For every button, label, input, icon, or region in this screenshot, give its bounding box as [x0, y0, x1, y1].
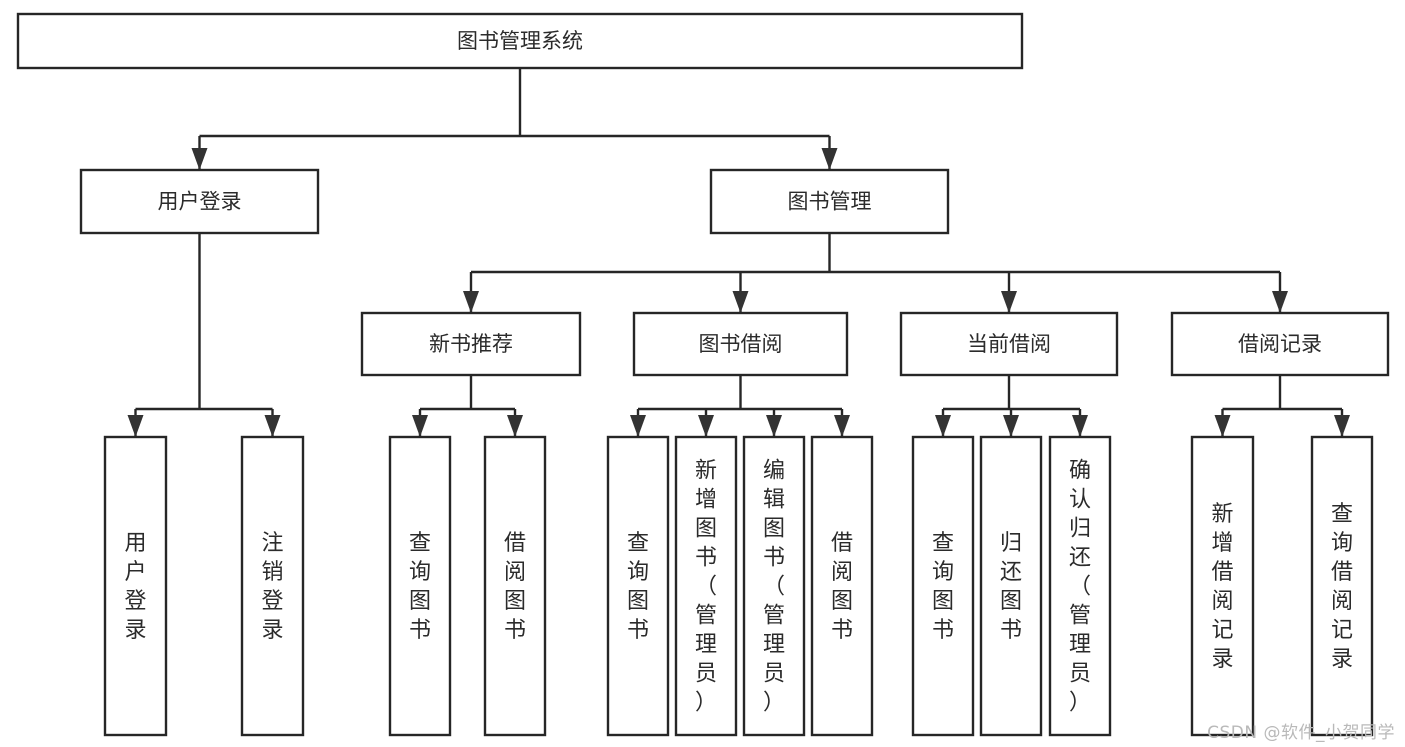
node-box[interactable]	[360, 311, 582, 377]
node-box[interactable]	[483, 435, 547, 737]
arrow-head	[412, 415, 428, 437]
node-box[interactable]	[1190, 435, 1255, 737]
arrow-head	[834, 415, 850, 437]
node-label: 图书管理系统	[457, 29, 583, 53]
node-label: 用户登录	[158, 190, 242, 214]
node-label: 注销登录	[261, 531, 283, 643]
node-label: 当前借阅	[967, 332, 1051, 356]
arrow-head	[698, 415, 714, 437]
arrow-head	[1334, 415, 1350, 437]
node-box[interactable]	[1048, 435, 1112, 737]
node-label: 用户登录	[124, 531, 146, 643]
arrow-head	[1072, 415, 1088, 437]
node-leaf-logout[interactable]: 注销登录	[240, 435, 305, 737]
node-box[interactable]	[1310, 435, 1374, 737]
node-label: 查询图书	[409, 531, 431, 643]
node-label: 借阅记录	[1238, 332, 1322, 356]
node-leaf-edit-book[interactable]: 编辑图书（管理员）	[742, 435, 806, 737]
node-label: 归还图书	[1000, 531, 1022, 643]
node-box[interactable]	[810, 435, 874, 737]
node-current-borrow[interactable]: 当前借阅	[899, 311, 1119, 377]
node-label: 新增图书（管理员）	[695, 459, 717, 716]
node-box[interactable]	[632, 311, 849, 377]
node-box[interactable]	[979, 435, 1043, 737]
arrow-head	[507, 415, 523, 437]
node-leaf-query-borrow-record[interactable]: 查询借阅记录	[1310, 435, 1374, 737]
node-label: 查询图书	[932, 531, 954, 643]
node-box[interactable]	[103, 435, 168, 737]
node-leaf-borrow-book-recommend[interactable]: 借阅图书	[483, 435, 547, 737]
node-leaf-query-book-borrow[interactable]: 查询图书	[606, 435, 670, 737]
node-leaf-add-book[interactable]: 新增图书（管理员）	[674, 435, 738, 737]
node-label: 编辑图书（管理员）	[763, 459, 785, 716]
arrow-head	[264, 415, 281, 437]
arrow-head	[732, 291, 749, 313]
node-label: 查询图书	[627, 531, 649, 643]
arrow-head	[935, 415, 951, 437]
node-box[interactable]	[1170, 311, 1390, 377]
node-label: 查询借阅记录	[1331, 502, 1353, 672]
arrow-head	[127, 415, 144, 437]
node-label: 新增借阅记录	[1211, 502, 1233, 672]
arrow-head	[1272, 291, 1288, 313]
node-box[interactable]	[606, 435, 670, 737]
node-book-borrow[interactable]: 图书借阅	[632, 311, 849, 377]
node-leaf-confirm-return[interactable]: 确认归还（管理员）	[1048, 435, 1112, 737]
node-box[interactable]	[709, 168, 950, 235]
node-new-book-recommend[interactable]: 新书推荐	[360, 311, 582, 377]
node-label: 图书借阅	[699, 332, 783, 356]
node-leaf-return-book[interactable]: 归还图书	[979, 435, 1043, 737]
node-box[interactable]	[674, 435, 738, 737]
arrow-head	[766, 415, 782, 437]
arrow-head	[1003, 415, 1019, 437]
csdn-watermark: CSDN @软件_小贺同学	[1207, 723, 1395, 743]
arrow-head	[821, 148, 838, 170]
arrow-head	[191, 148, 208, 170]
node-box[interactable]	[899, 311, 1119, 377]
node-box[interactable]	[79, 168, 320, 235]
node-label: 图书管理	[788, 190, 872, 214]
node-leaf-borrow-book[interactable]: 借阅图书	[810, 435, 874, 737]
node-box[interactable]	[16, 12, 1024, 70]
node-layer: 图书管理系统用户登录图书管理新书推荐图书借阅当前借阅借阅记录用户登录注销登录查询…	[16, 12, 1390, 737]
arrow-head	[463, 291, 479, 313]
node-borrow-record[interactable]: 借阅记录	[1170, 311, 1390, 377]
node-box[interactable]	[388, 435, 452, 737]
node-box[interactable]	[742, 435, 806, 737]
node-leaf-query-book-recommend[interactable]: 查询图书	[388, 435, 452, 737]
arrow-head	[1214, 415, 1231, 437]
node-leaf-add-borrow-record[interactable]: 新增借阅记录	[1190, 435, 1255, 737]
node-label: 确认归还（管理员）	[1069, 459, 1091, 716]
connector-layer	[127, 68, 1350, 437]
node-box[interactable]	[240, 435, 305, 737]
node-root[interactable]: 图书管理系统	[16, 12, 1024, 70]
node-book-manage[interactable]: 图书管理	[709, 168, 950, 235]
arrow-head	[1001, 291, 1017, 313]
node-leaf-query-book-current[interactable]: 查询图书	[911, 435, 975, 737]
node-user-login[interactable]: 用户登录	[79, 168, 320, 235]
node-label: 借阅图书	[504, 531, 526, 643]
node-label: 借阅图书	[831, 531, 853, 643]
node-box[interactable]	[911, 435, 975, 737]
node-leaf-user-login[interactable]: 用户登录	[103, 435, 168, 737]
arrow-head	[630, 415, 646, 437]
node-label: 新书推荐	[429, 332, 513, 356]
